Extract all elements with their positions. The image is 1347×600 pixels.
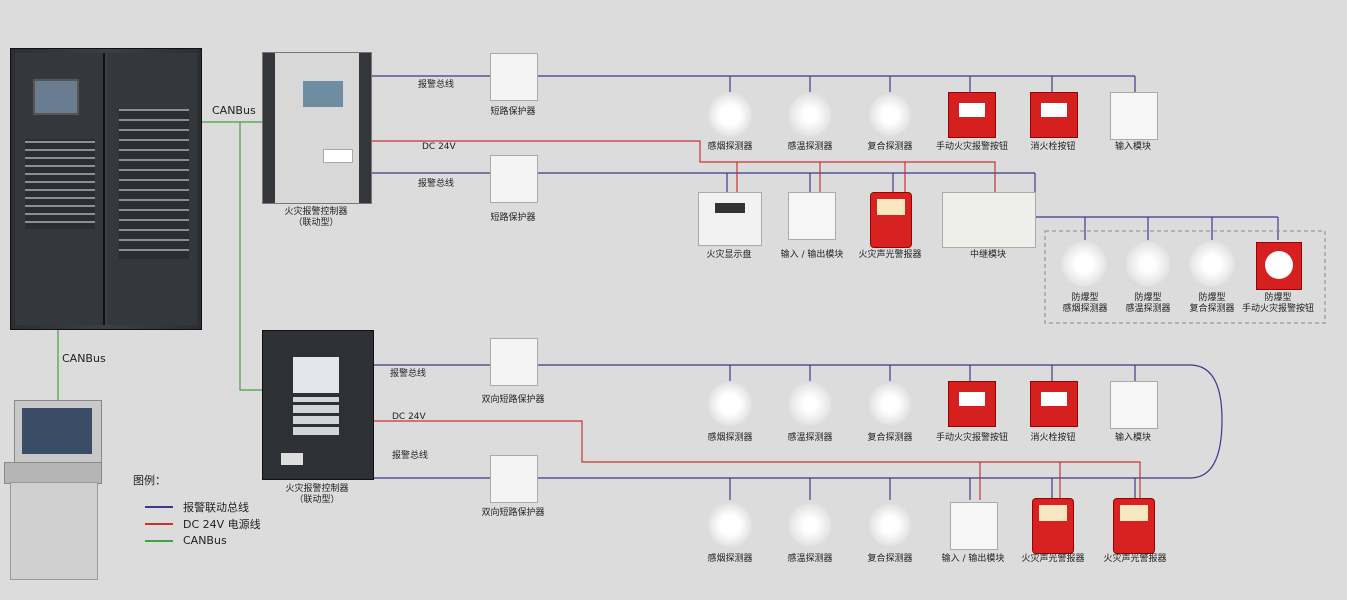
device-label: 火灾声光警报器 — [1103, 554, 1167, 564]
bus-label: 报警总线 — [418, 179, 455, 189]
fire-display-panel-icon — [698, 192, 762, 246]
device-label: 火灾声光警报器 — [1021, 554, 1085, 564]
hydrant-button-icon — [1030, 92, 1078, 138]
bus-label: 报警总线 — [392, 451, 429, 461]
device-label: 火灾声光警报器 — [858, 250, 922, 260]
device-label: 复合探测器 — [867, 142, 913, 152]
device-label: 中继模块 — [969, 250, 1006, 260]
relay-module-icon — [942, 192, 1036, 248]
bidirectional-protector-1 — [490, 338, 538, 386]
device-label: 消火栓按钮 — [1030, 433, 1076, 443]
device-label: 感温探测器 — [787, 433, 833, 443]
combo-detector-icon — [867, 381, 913, 427]
bottom-controller — [262, 330, 374, 480]
canbus-lines — [57, 121, 265, 400]
combo-detector-icon — [867, 502, 913, 548]
short-circuit-protector-2 — [490, 155, 538, 203]
bottom-controller-label: 火灾报警控制器（联动型） — [285, 484, 349, 505]
ex-device-label: 防爆型复合探测器 — [1189, 293, 1235, 314]
legend: 图例： 报警联动总线 DC 24V 电源线 CANBus — [133, 472, 261, 549]
ex-heat-detector-icon — [1124, 240, 1172, 288]
ex-manual-call-point-icon — [1256, 242, 1302, 290]
heat-detector-icon — [787, 92, 833, 138]
protector-label: 短路保护器 — [490, 107, 536, 117]
bus-swatch — [145, 505, 173, 508]
ex-device-label: 防爆型感温探测器 — [1125, 293, 1171, 314]
heat-detector-icon — [787, 502, 833, 548]
legend-item: 报警联动总线 — [183, 500, 249, 514]
device-label: 感温探测器 — [787, 554, 833, 564]
protector-label: 短路保护器 — [490, 213, 536, 223]
combo-detector-icon — [867, 92, 913, 138]
top-controller — [262, 52, 372, 204]
ex-device-label: 防爆型感烟探测器 — [1062, 293, 1108, 314]
top-controller-label: 火灾报警控制器（联动型） — [284, 207, 348, 228]
device-label: 消火栓按钮 — [1030, 142, 1076, 152]
device-label: 手动火灾报警按钮 — [935, 433, 1008, 443]
dc-swatch — [145, 522, 173, 525]
legend-item: DC 24V 电源线 — [183, 517, 261, 531]
device-label: 输入模块 — [1114, 142, 1151, 152]
strobe-siren-icon — [1113, 498, 1155, 554]
device-label: 输入 / 输出模块 — [780, 250, 844, 260]
smoke-detector-icon — [707, 502, 753, 548]
dc-label: DC 24V — [422, 142, 456, 152]
ex-device-label: 防爆型手动火灾报警按钮 — [1241, 293, 1314, 314]
canbus-label-top: CANBus — [212, 104, 256, 117]
device-label: 复合探测器 — [867, 554, 913, 564]
device-label: 感烟探测器 — [707, 554, 753, 564]
device-label: 感烟探测器 — [707, 433, 753, 443]
legend-title: 图例： — [133, 474, 166, 487]
bus-label: 报警总线 — [418, 80, 455, 90]
dc-lines — [370, 140, 1141, 500]
manual-call-point-icon — [948, 381, 996, 427]
device-label: 输入模块 — [1114, 433, 1151, 443]
ex-combo-detector-icon — [1188, 240, 1236, 288]
protector-label: 双向短路保护器 — [481, 508, 545, 518]
canbus-label-left: CANBus — [62, 352, 106, 365]
input-module-icon — [1110, 381, 1158, 429]
input-module-icon — [1110, 92, 1158, 140]
strobe-siren-icon — [1032, 498, 1074, 554]
manual-call-point-icon — [948, 92, 996, 138]
strobe-siren-icon — [870, 192, 912, 248]
protector-label: 双向短路保护器 — [481, 395, 545, 405]
dc-label: DC 24V — [392, 412, 426, 422]
device-label: 输入 / 输出模块 — [941, 554, 1005, 564]
io-module-icon — [950, 502, 998, 550]
canbus-swatch — [145, 539, 173, 542]
heat-detector-icon — [787, 381, 833, 427]
bus-label: 报警总线 — [390, 369, 427, 379]
ex-smoke-detector-icon — [1060, 240, 1108, 288]
device-label: 复合探测器 — [867, 433, 913, 443]
short-circuit-protector-1 — [490, 53, 538, 101]
device-label: 火灾显示盘 — [706, 250, 752, 260]
io-module-icon — [788, 192, 836, 240]
device-label: 手动火灾报警按钮 — [935, 142, 1008, 152]
device-label: 感温探测器 — [787, 142, 833, 152]
smoke-detector-icon — [707, 92, 753, 138]
bidirectional-protector-2 — [490, 455, 538, 503]
legend-item: CANBus — [183, 534, 227, 547]
device-label: 感烟探测器 — [707, 142, 753, 152]
cabinet — [10, 48, 202, 330]
explosion-zone-box — [1044, 230, 1326, 324]
smoke-detector-icon — [707, 381, 753, 427]
monitoring-workstation — [2, 400, 102, 580]
hydrant-button-icon — [1030, 381, 1078, 427]
